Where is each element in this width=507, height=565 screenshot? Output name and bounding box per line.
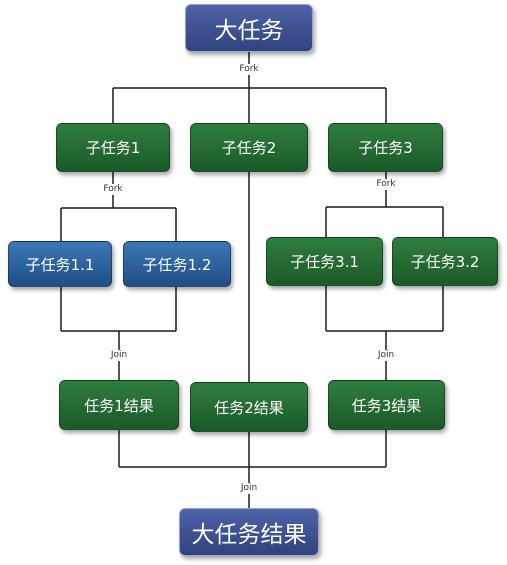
node-subtask-3: 子任务3: [328, 123, 443, 172]
node-result-1: 任务1结果: [59, 380, 179, 430]
node-result-3: 任务3结果: [328, 380, 445, 430]
join-label-subtask1: Join: [108, 350, 130, 361]
node-subtask-3-2: 子任务3.2: [392, 237, 498, 286]
node-result-2: 任务2结果: [190, 382, 308, 432]
node-final-result: 大任务结果: [179, 508, 319, 556]
node-subtask-1-1: 子任务1.1: [8, 241, 112, 287]
node-root-task: 大任务: [185, 4, 313, 52]
node-subtask-1: 子任务1: [56, 123, 170, 172]
node-subtask-3-1: 子任务3.1: [266, 237, 383, 286]
fork-label-subtask1: Fork: [101, 184, 125, 195]
join-label-subtask3: Join: [375, 350, 397, 361]
join-label-final: Join: [238, 483, 260, 494]
fork-label-subtask3: Fork: [374, 179, 398, 190]
node-subtask-2: 子任务2: [190, 123, 308, 172]
fork-label-top: Fork: [237, 64, 261, 75]
node-subtask-1-2: 子任务1.2: [123, 241, 231, 287]
